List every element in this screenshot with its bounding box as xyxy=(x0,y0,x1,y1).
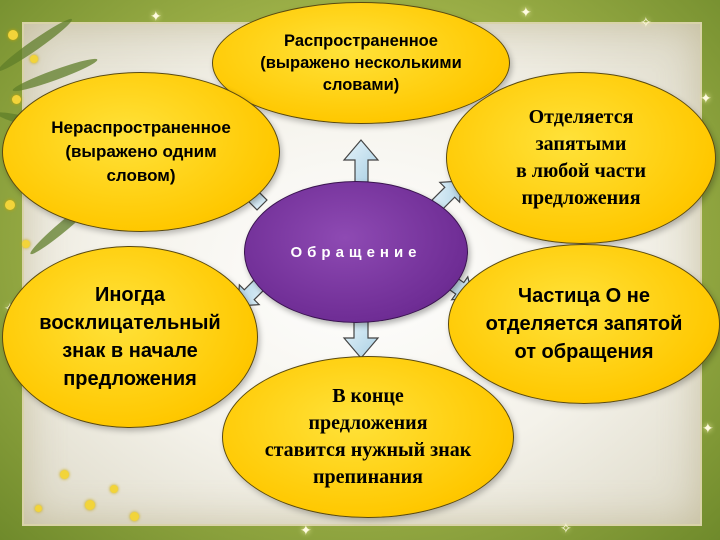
ellipse-left-text: Иногда восклицательный знак в начале пре… xyxy=(39,284,221,390)
ellipse-right: Частица О не отделяется запятой от обращ… xyxy=(448,244,720,404)
ellipse-top: Распространенное (выражено несколькими с… xyxy=(212,2,510,124)
ellipse-top-right: Отделяется запятыми в любой части предло… xyxy=(446,72,716,244)
arrow-down xyxy=(342,319,380,359)
ellipse-top-left-text: Нераспространенное (выражено одним слово… xyxy=(51,118,231,185)
ellipse-right-text: Частица О не отделяется запятой от обращ… xyxy=(485,285,683,363)
center-ellipse: Обращение xyxy=(244,181,468,323)
ellipse-top-left: Нераспространенное (выражено одним слово… xyxy=(2,72,280,232)
ellipse-bottom-text: В конце предложения ставится нужный знак… xyxy=(264,385,472,488)
ellipse-top-right-text: Отделяется запятыми в любой части предло… xyxy=(515,106,647,209)
ellipse-left: Иногда восклицательный знак в начале пре… xyxy=(2,246,258,428)
arrow-up xyxy=(342,139,380,183)
ellipse-bottom: В конце предложения ставится нужный знак… xyxy=(222,356,514,518)
ellipse-top-text: Распространенное (выражено несколькими с… xyxy=(260,31,462,95)
center-label: Обращение xyxy=(290,243,422,261)
